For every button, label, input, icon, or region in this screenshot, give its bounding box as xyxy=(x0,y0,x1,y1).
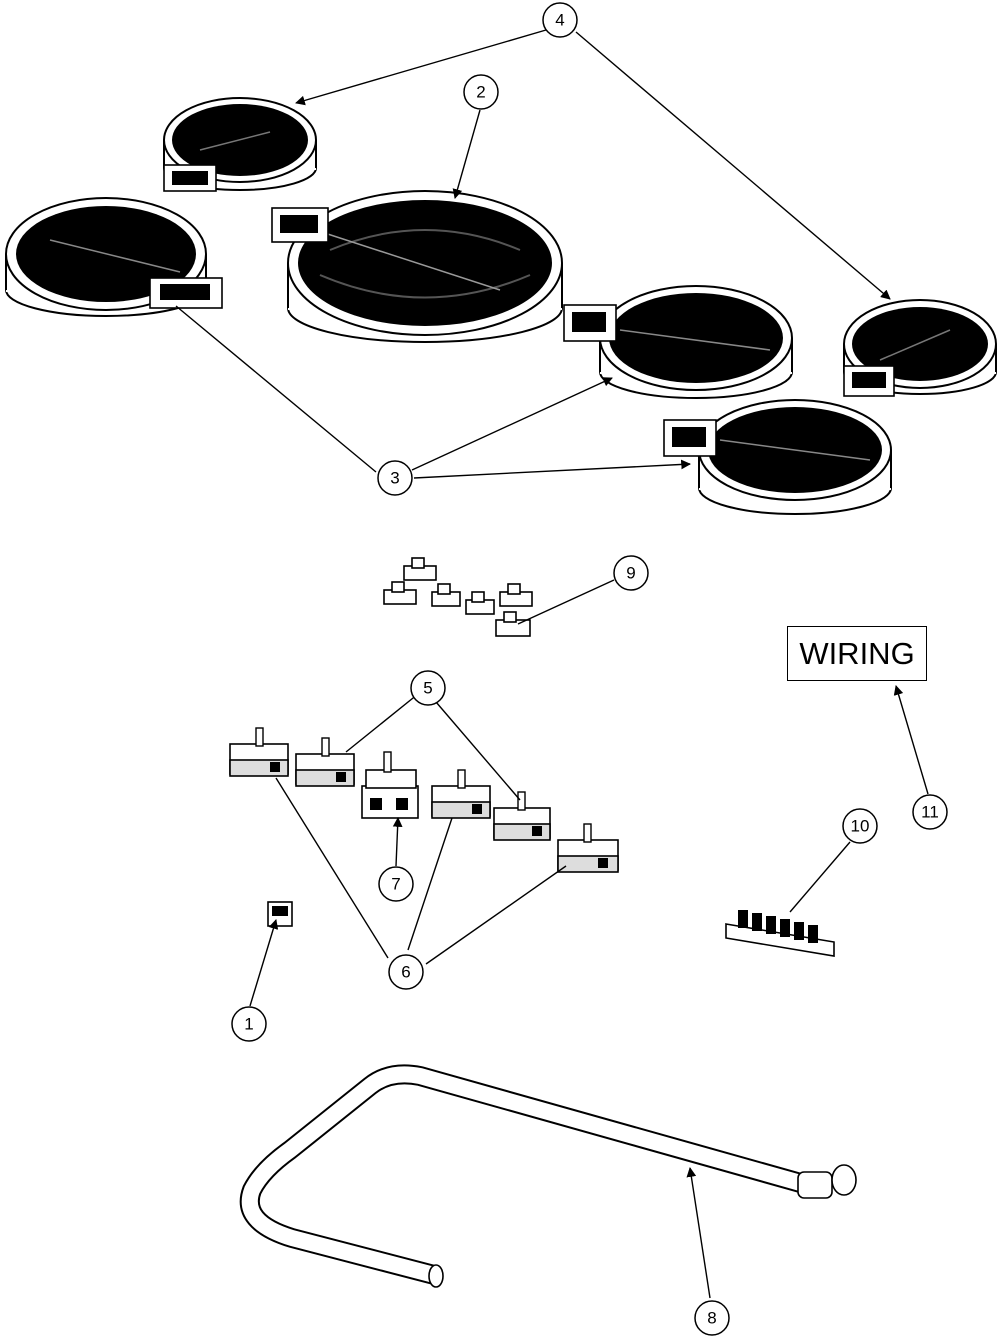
wiring-label: WIRING xyxy=(799,635,915,671)
clips-group xyxy=(383,557,533,637)
callout-8-label: 8 xyxy=(707,1309,716,1328)
callout-4: 4 xyxy=(542,2,578,38)
callout-7-label: 7 xyxy=(391,875,400,894)
callout-4-label: 4 xyxy=(555,11,564,30)
callout-11-label: 11 xyxy=(921,803,939,822)
callout-8: 8 xyxy=(694,1300,730,1336)
element-medium-right xyxy=(563,285,793,399)
switch-2 xyxy=(295,737,355,787)
element-small-top-left xyxy=(163,97,317,192)
switch-1 xyxy=(229,727,289,777)
callout-9: 9 xyxy=(613,555,649,591)
element-large-center xyxy=(271,190,563,343)
switch-7 xyxy=(361,751,419,819)
callout-2-label: 2 xyxy=(476,83,485,102)
wiring-label-box: WIRING xyxy=(787,626,927,681)
callout-1: 1 xyxy=(231,1006,267,1042)
switch-4 xyxy=(493,791,551,841)
element-small-right xyxy=(843,299,997,397)
callout-10: 10 xyxy=(842,808,878,844)
callout-7: 7 xyxy=(378,866,414,902)
indicator-light xyxy=(267,901,293,927)
callout-6: 6 xyxy=(388,954,424,990)
callout-11: 11 xyxy=(912,794,948,830)
switch-3 xyxy=(431,769,491,819)
terminal-block xyxy=(725,910,835,957)
callout-5: 5 xyxy=(410,670,446,706)
callout-6-label: 6 xyxy=(401,963,410,982)
callout-3: 3 xyxy=(377,460,413,496)
callout-1-label: 1 xyxy=(244,1015,253,1034)
callout-5-label: 5 xyxy=(423,679,432,698)
element-medium-bottom xyxy=(663,399,892,515)
tube xyxy=(239,1064,857,1288)
callout-2: 2 xyxy=(463,74,499,110)
element-medium-left xyxy=(5,197,223,317)
callout-3-label: 3 xyxy=(390,469,399,488)
callout-10-label: 10 xyxy=(851,817,870,836)
switch-5 xyxy=(557,823,619,873)
callout-9-label: 9 xyxy=(626,564,635,583)
leader-lines xyxy=(175,29,929,1299)
